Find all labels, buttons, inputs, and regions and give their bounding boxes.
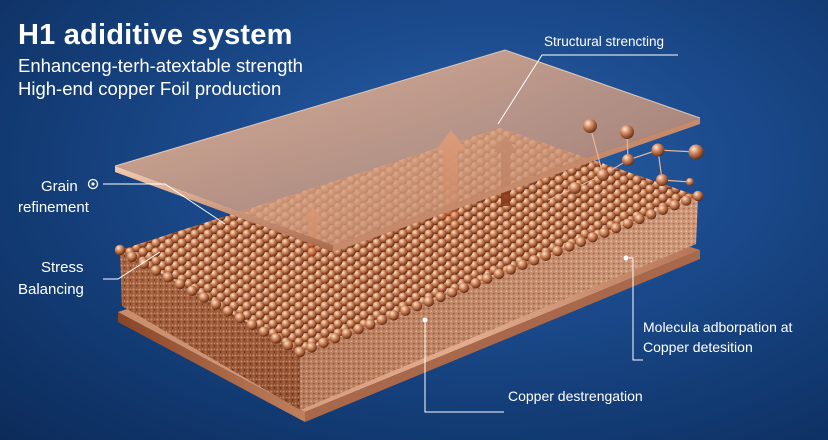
molecule-anchor-dot [623, 255, 629, 261]
label-copper-destrengation: Copper destrengation [508, 388, 643, 404]
label-stress: Stress [41, 259, 84, 276]
subtitle-line-2: High-end copper Foil production [18, 78, 282, 99]
molecule-cluster [547, 119, 704, 201]
label-refinement: refinement [18, 199, 89, 216]
edge-beads [114, 190, 704, 358]
page-title: H1 adiditive system [18, 19, 293, 51]
grain-bead-surface [114, 128, 704, 358]
leader-structural [497, 54, 678, 125]
label-balancing: Balancing [18, 281, 84, 298]
destrengation-anchor-dot [422, 317, 428, 323]
label-grain: Grain [41, 178, 78, 195]
leader-lines [87, 54, 678, 413]
leader-molecule [626, 257, 643, 361]
label-structural-strencting: Structural strencting [544, 34, 665, 49]
leader-destrengation [424, 320, 504, 413]
label-molecula-adborpation: Molecula adborpation at [643, 319, 793, 335]
deposited-copper-layer [120, 196, 698, 410]
leader-stress [103, 251, 161, 280]
label-copper-detesition: Copper detesition [643, 339, 753, 355]
leader-grain [103, 183, 226, 225]
grain-marker-icon [87, 178, 99, 190]
subtitle-line-1: Enhanceng-terh-atextable strength [18, 55, 303, 76]
